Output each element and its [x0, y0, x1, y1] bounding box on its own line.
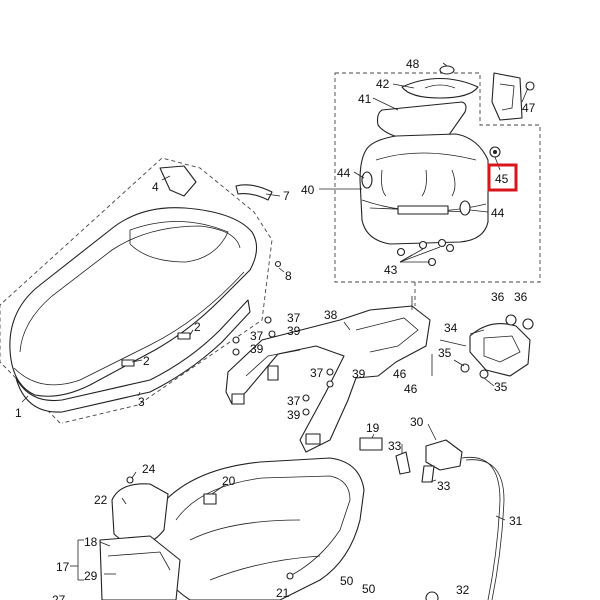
part-21-screw	[286, 572, 294, 580]
part-2-clip-upper	[177, 332, 191, 340]
part-3-seat-base	[15, 299, 251, 413]
carrier-mount-a	[267, 365, 279, 381]
callout-50-a: 50	[340, 574, 354, 588]
callout-2-lower: 2	[143, 354, 150, 368]
highlight-box-part-45[interactable]	[487, 163, 518, 192]
callout-47: 47	[522, 101, 536, 115]
callout-41: 41	[358, 92, 372, 106]
callout-33-b: 33	[437, 479, 451, 493]
callout-2-upper: 2	[194, 320, 201, 334]
callout-38: 38	[324, 308, 338, 322]
callout-8: 8	[285, 269, 292, 283]
callout-37-a: 37	[287, 311, 301, 325]
part-44-left	[361, 171, 373, 189]
part-35-a	[460, 363, 470, 373]
callout-39-a: 39	[287, 324, 301, 338]
callout-4: 4	[152, 180, 159, 194]
part-30-latch	[425, 439, 463, 471]
seat-group-frame	[0, 157, 273, 424]
callout-17: 17	[56, 560, 70, 574]
callout-45: 45	[495, 172, 509, 186]
callout-37-c: 37	[310, 366, 324, 380]
callout-37-b: 37	[250, 329, 264, 343]
part-19-block	[359, 437, 383, 451]
callout-36-b: 36	[514, 290, 528, 304]
callout-27: 27	[52, 593, 66, 600]
callout-22: 22	[94, 493, 108, 507]
callout-36-a: 36	[491, 290, 505, 304]
carrier-mount-c	[305, 433, 321, 445]
part-48-cap	[439, 65, 455, 75]
part-20-clip	[203, 493, 217, 505]
topcase-lock-strip	[397, 205, 449, 215]
callout-44-left: 44	[337, 166, 351, 180]
callout-50-b: 50	[362, 582, 376, 596]
callout-44-right: 44	[491, 206, 505, 220]
callout-35-a: 35	[438, 346, 452, 360]
callout-1: 1	[15, 406, 22, 420]
topcase-group-frame	[334, 72, 541, 283]
callout-20: 20	[222, 474, 236, 488]
part-40-top-case	[359, 133, 489, 245]
callout-31: 31	[509, 514, 523, 528]
callout-7: 7	[283, 189, 290, 203]
callout-34: 34	[444, 321, 458, 335]
carrier-mount-b	[231, 393, 245, 405]
callout-39-d: 39	[287, 408, 301, 422]
part-31-cable	[461, 456, 501, 600]
part-33-bolt-b	[421, 465, 435, 483]
part-44-right	[459, 200, 471, 216]
part-42-emblem	[401, 78, 479, 99]
callout-24: 24	[142, 462, 156, 476]
callout-29: 29	[84, 569, 98, 583]
callout-3: 3	[138, 395, 145, 409]
callout-37-d: 37	[287, 394, 301, 408]
callout-39-b: 39	[250, 342, 264, 356]
callout-39-c: 39	[352, 367, 366, 381]
part-47-screw	[525, 81, 535, 91]
part-36-a	[505, 314, 517, 326]
callout-48: 48	[406, 57, 420, 71]
callout-40: 40	[301, 183, 315, 197]
part-38-carrier	[225, 305, 431, 453]
part-47-bracket	[491, 72, 523, 121]
part-36-b	[522, 318, 534, 330]
callout-33-a: 33	[388, 439, 402, 453]
callout-32: 32	[456, 583, 470, 597]
part-43-bolts	[396, 238, 455, 267]
part-8-screw	[274, 260, 282, 268]
part-4-hinge	[159, 165, 197, 197]
callout-46-b: 46	[404, 382, 418, 396]
part-33-bolt-a	[395, 451, 411, 475]
part-24-screw	[126, 476, 134, 484]
callout-35-b: 35	[494, 380, 508, 394]
callout-43: 43	[384, 263, 398, 277]
under-seat-storage	[149, 457, 365, 600]
part-32	[425, 591, 439, 600]
part-2-clip-lower	[121, 359, 135, 367]
callout-42: 42	[376, 77, 390, 91]
callout-21: 21	[276, 586, 290, 600]
part-35-b	[479, 369, 489, 379]
callout-46-a: 46	[393, 367, 407, 381]
part-7-strip	[235, 184, 273, 201]
callout-30: 30	[410, 415, 424, 429]
callout-labels: 48 42 41 40 44 44 43 47 45 4 7 8 2 2 1 3…	[15, 57, 536, 600]
bolts-37-39	[232, 316, 334, 416]
callout-18: 18	[84, 535, 98, 549]
leader-lines	[21, 62, 529, 581]
part-1-seat	[9, 207, 258, 397]
callout-19: 19	[366, 421, 380, 435]
